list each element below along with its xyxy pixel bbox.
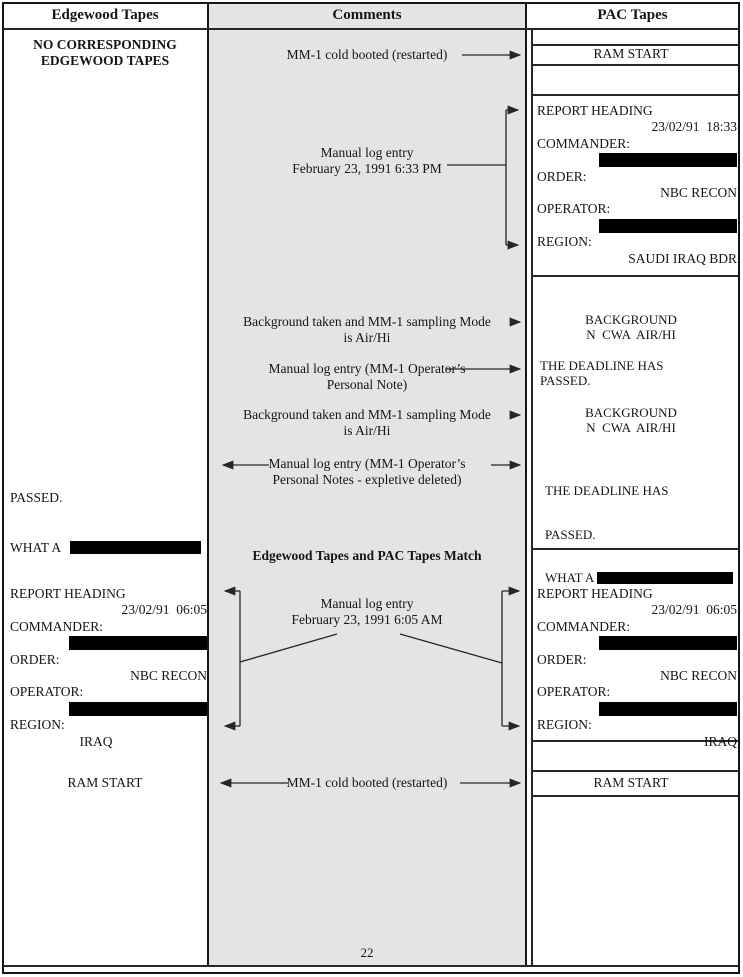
edgewood-ram-start: RAM START xyxy=(67,775,143,790)
pac-divider-line xyxy=(532,64,738,66)
pac-report-heading-0605-block: REPORT HEADING 23/02/91 06:05 COMMANDER:… xyxy=(537,586,737,750)
table-bottom-line xyxy=(3,965,738,967)
pac-deadline-entry-1: THE DEADLINE HAS PASSED. xyxy=(540,358,664,388)
report-region-label: REGION: xyxy=(537,717,592,733)
header-divider-line xyxy=(3,28,738,30)
pac-report-heading-1833-block: REPORT HEADING 23/02/91 18:33 COMMANDER:… xyxy=(537,103,737,267)
report-commander-label: COMMANDER: xyxy=(537,618,631,634)
page-number: 22 xyxy=(360,945,374,960)
pac-divider-line xyxy=(532,795,738,797)
tapes-match-heading: Edgewood Tapes and PAC Tapes Match xyxy=(252,548,482,563)
report-operator-value xyxy=(537,701,737,717)
edgewood-passed-note: PASSED. WHAT A xyxy=(10,457,202,589)
pac-deadline2-line1: THE DEADLINE HAS xyxy=(545,483,669,498)
comment-log-entry-605am: Manual log entry February 23, 1991 6:05 … xyxy=(291,596,443,627)
report-order-value: NBC RECON xyxy=(130,667,207,683)
report-region-label: REGION: xyxy=(537,234,592,250)
pac-divider-line xyxy=(532,275,738,277)
report-commander-value xyxy=(537,635,737,651)
pac-deadline2-line2: PASSED. xyxy=(545,526,596,542)
edgewood-passed-line2-text: WHAT A xyxy=(10,539,62,555)
report-region-label: REGION: xyxy=(10,717,65,733)
redaction-bar xyxy=(599,701,737,716)
report-commander-label: COMMANDER: xyxy=(537,135,631,151)
report-order-label: ORDER: xyxy=(10,651,60,667)
comment-personal-note: Manual log entry (MM-1 Operator’s Person… xyxy=(268,361,466,392)
report-title: REPORT HEADING xyxy=(537,103,653,118)
column-header-edgewood: Edgewood Tapes xyxy=(51,7,159,23)
pac-box-left-border xyxy=(531,29,533,966)
comment-background-2: Background taken and MM-1 sampling Mode … xyxy=(243,407,491,438)
report-commander-label: COMMANDER: xyxy=(10,618,104,634)
pac-deadline2-line3: WHAT A xyxy=(545,570,734,586)
report-datetime: 23/02/91 18:33 xyxy=(651,119,737,135)
report-commander-value xyxy=(10,635,207,651)
redaction-bar xyxy=(597,572,734,584)
edgewood-report-heading-block: REPORT HEADING 23/02/91 06:05 COMMANDER:… xyxy=(10,586,207,750)
report-order-label: ORDER: xyxy=(537,651,587,667)
redaction-bar xyxy=(599,218,737,233)
pac-ram-start-bottom: RAM START xyxy=(593,775,669,790)
report-operator-value xyxy=(10,701,207,717)
comment-background-1: Background taken and MM-1 sampling Mode … xyxy=(243,314,491,345)
report-region-value: IRAQ xyxy=(704,733,737,749)
redaction-bar xyxy=(599,153,737,168)
report-operator-label: OPERATOR: xyxy=(10,684,84,700)
redaction-bar xyxy=(599,636,737,651)
pac-deadline-entry-2: THE DEADLINE HAS PASSED. WHAT A xyxy=(545,455,734,615)
comment-cold-boot-top: MM-1 cold booted (restarted) xyxy=(286,47,448,62)
report-title: REPORT HEADING xyxy=(537,586,653,601)
report-datetime: 23/02/91 06:05 xyxy=(121,602,207,618)
redaction-bar xyxy=(69,636,207,651)
report-region-value: IRAQ xyxy=(79,733,113,749)
report-operator-label: OPERATOR: xyxy=(537,684,611,700)
edgewood-passed-line2: WHAT A xyxy=(10,539,202,557)
report-datetime: 23/02/91 06:05 xyxy=(651,602,737,618)
redaction-bar xyxy=(70,540,202,554)
pac-divider-line xyxy=(532,548,738,550)
pac-divider-line xyxy=(532,94,738,96)
pac-background-entry-1: BACKGROUND N CWA AIR/HI xyxy=(585,312,677,342)
no-corresponding-tapes-note: NO CORRESPONDING EDGEWOOD TAPES xyxy=(33,37,177,68)
report-order-label: ORDER: xyxy=(537,168,587,184)
pac-background-entry-2: BACKGROUND N CWA AIR/HI xyxy=(585,405,677,435)
column-header-comments: Comments xyxy=(332,7,402,23)
report-order-value: NBC RECON xyxy=(660,184,737,200)
pac-deadline2-line3-text: WHAT A xyxy=(545,570,595,585)
report-title: REPORT HEADING xyxy=(10,586,126,601)
comment-cold-boot-bottom: MM-1 cold booted (restarted) xyxy=(286,775,448,790)
pac-divider-line xyxy=(532,740,738,742)
report-region-value: SAUDI IRAQ BDR xyxy=(628,250,737,266)
edgewood-passed-line1: PASSED. xyxy=(10,490,63,505)
pac-ram-start-top: RAM START xyxy=(593,46,669,61)
pac-divider-line xyxy=(532,770,738,772)
column-header-pac: PAC Tapes xyxy=(597,7,668,23)
report-operator-label: OPERATOR: xyxy=(537,201,611,217)
comment-expletive-note: Manual log entry (MM-1 Operator’s Person… xyxy=(268,456,466,487)
report-order-value: NBC RECON xyxy=(660,667,737,683)
redaction-bar xyxy=(69,701,207,716)
comment-log-entry-633pm: Manual log entry February 23, 1991 6:33 … xyxy=(292,145,442,176)
report-commander-value xyxy=(537,152,737,168)
pac-divider-line xyxy=(532,44,738,46)
report-operator-value xyxy=(537,218,737,234)
